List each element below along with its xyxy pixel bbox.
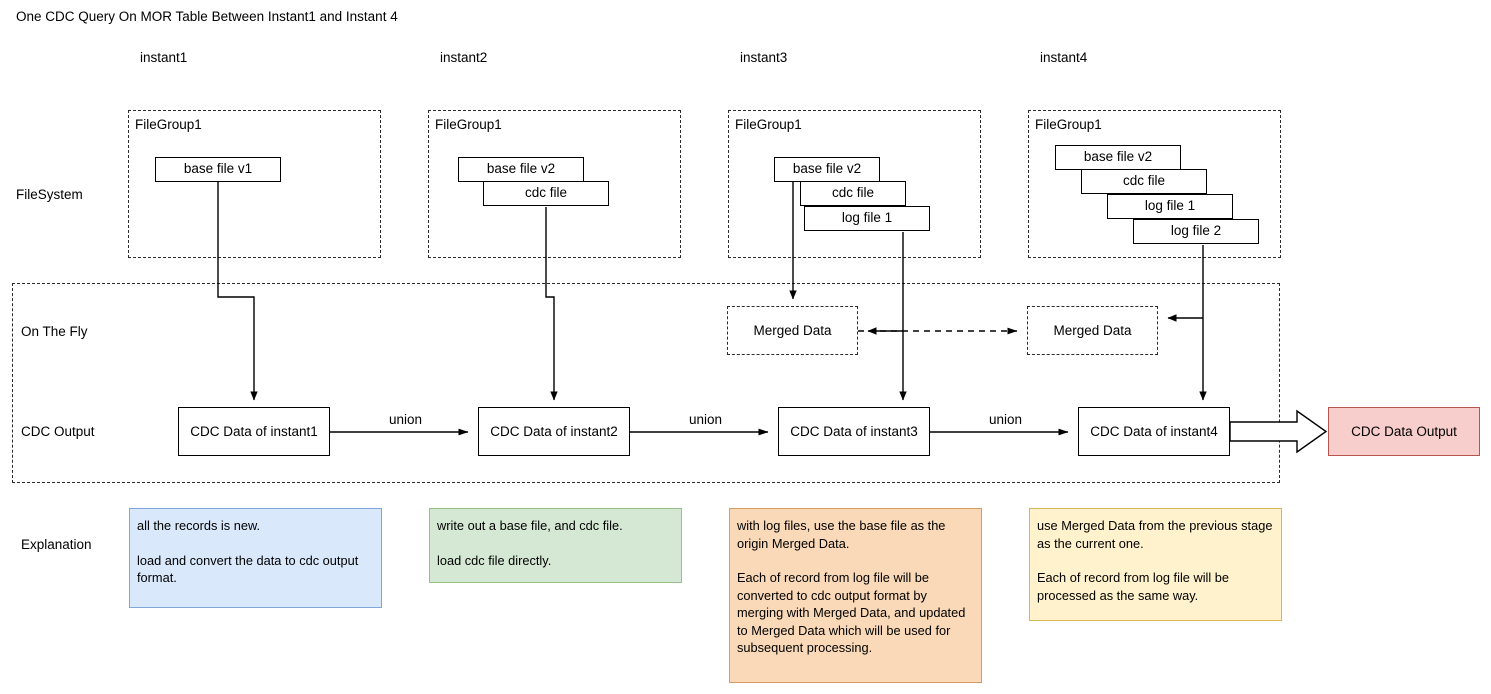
file-box-base-file-v1[interactable]: base file v1 [155,157,281,182]
filegroup-container-instant4: FileGroup1 [1028,110,1281,258]
filegroup-title: FileGroup1 [135,117,202,132]
row-label-cdc-output: CDC Output [21,424,95,439]
cdc-data-box-instant4[interactable]: CDC Data of instant4 [1078,407,1230,456]
filegroup-container-instant1: FileGroup1 [128,110,381,258]
file-box-cdc-file[interactable]: cdc file [800,181,906,206]
filegroup-container-instant3: FileGroup1 [728,110,981,258]
explanation-note-instant3: with log files, use the base file as the… [729,508,982,683]
column-header-instant2: instant2 [440,50,488,65]
file-box-log-file-2[interactable]: log file 2 [1133,219,1259,244]
row-label-explanation: Explanation [21,537,92,552]
cdc-data-box-instant1[interactable]: CDC Data of instant1 [178,407,330,456]
file-box-cdc-file[interactable]: cdc file [1081,169,1207,194]
row-label-filesystem: FileSystem [16,187,83,202]
merged-data-box-instant4[interactable]: Merged Data [1027,306,1158,355]
note-paragraph: all the records is new. [137,518,261,533]
union-label-1: union [386,412,426,428]
explanation-note-instant2: write out a base file, and cdc file. loa… [429,508,682,583]
cdc-data-box-instant2[interactable]: CDC Data of instant2 [478,407,630,456]
file-box-base-file-v2[interactable]: base file v2 [1055,145,1181,170]
note-paragraph: Each of record from log file will be con… [737,570,966,655]
filegroup-title: FileGroup1 [1035,117,1102,132]
note-paragraph: write out a base file, and cdc file. [437,518,623,533]
note-paragraph: load and convert the data to cdc output … [137,552,359,586]
row-label-on-the-fly: On The Fly [21,324,88,339]
column-header-instant4: instant4 [1040,50,1088,65]
note-paragraph: use Merged Data from the previous stage … [1037,518,1273,551]
filegroup-title: FileGroup1 [435,117,502,132]
file-box-log-file-1[interactable]: log file 1 [1107,194,1233,219]
union-label-3: union [986,412,1026,428]
file-box-log-file-1[interactable]: log file 1 [804,206,930,231]
note-paragraph: with log files, use the base file as the… [737,518,946,551]
explanation-note-instant1: all the records is new. load and convert… [129,508,382,608]
union-label-2: union [686,412,726,428]
column-header-instant1: instant1 [140,50,188,65]
onthefly-cdcoutput-container [12,283,1280,483]
merged-data-box-instant3[interactable]: Merged Data [727,306,858,355]
note-paragraph: Each of record from log file will be pro… [1037,570,1230,603]
file-box-cdc-file[interactable]: cdc file [483,181,609,206]
filegroup-title: FileGroup1 [735,117,802,132]
cdc-data-output-box[interactable]: CDC Data Output [1328,407,1480,456]
cdc-data-box-instant3[interactable]: CDC Data of instant3 [778,407,930,456]
note-paragraph: load cdc file directly. [437,552,552,568]
column-header-instant3: instant3 [740,50,788,65]
page-title: One CDC Query On MOR Table Between Insta… [16,9,398,24]
file-box-base-file-v2[interactable]: base file v2 [774,157,880,182]
file-box-base-file-v2[interactable]: base file v2 [458,157,584,182]
explanation-note-instant4: use Merged Data from the previous stage … [1029,508,1282,621]
